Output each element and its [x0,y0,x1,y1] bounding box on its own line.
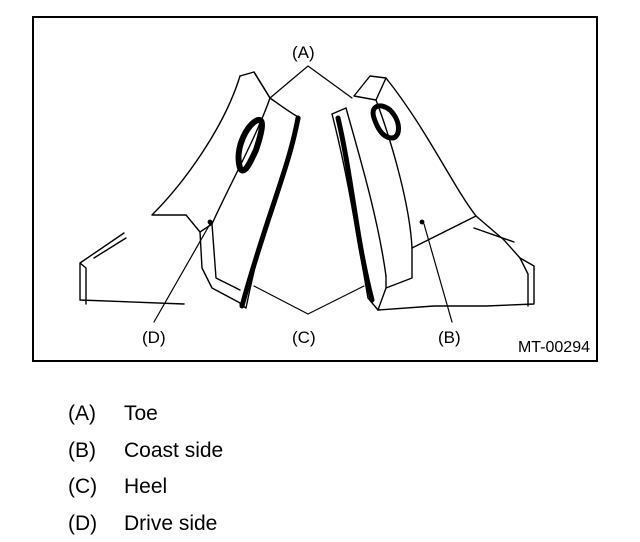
coast-side-dot [420,220,425,225]
legend-key: (C) [68,475,124,499]
figure-frame: (A) (C) (D) (B) MT-00294 [32,16,598,362]
leader-c [254,286,364,314]
legend-item-d: (D) Drive side [68,506,223,542]
callout-b: (B) [438,329,461,346]
legend-text: Drive side [124,512,217,536]
gear-tooth-contact-diagram [34,18,596,360]
legend-text: Heel [124,475,167,499]
leader-d [154,224,210,322]
leader-a [270,66,352,98]
legend-item-b: (B) Coast side [68,433,223,470]
drive-side-dot [208,220,213,225]
legend-text: Coast side [124,439,223,463]
legend-key: (A) [68,402,124,426]
legend-key: (B) [68,439,124,463]
legend-item-a: (A) Toe [68,396,223,433]
drive-heel-band [242,118,298,306]
legend-text: Toe [124,402,158,426]
legend-key: (D) [68,512,124,536]
leader-b [424,224,452,322]
legend-list: (A) Toe (B) Coast side (C) Heel (D) Driv… [68,396,223,542]
legend-item-c: (C) Heel [68,469,223,506]
right-gear-tooth [332,76,534,310]
left-gear-tooth [80,72,300,308]
coast-heel-band [338,118,372,300]
figure-id: MT-00294 [518,340,590,356]
callout-c: (C) [292,329,316,346]
callout-d: (D) [142,329,166,346]
coast-contact-ellipse [373,106,398,138]
leader-lines [154,66,452,322]
callout-a: (A) [292,44,315,61]
